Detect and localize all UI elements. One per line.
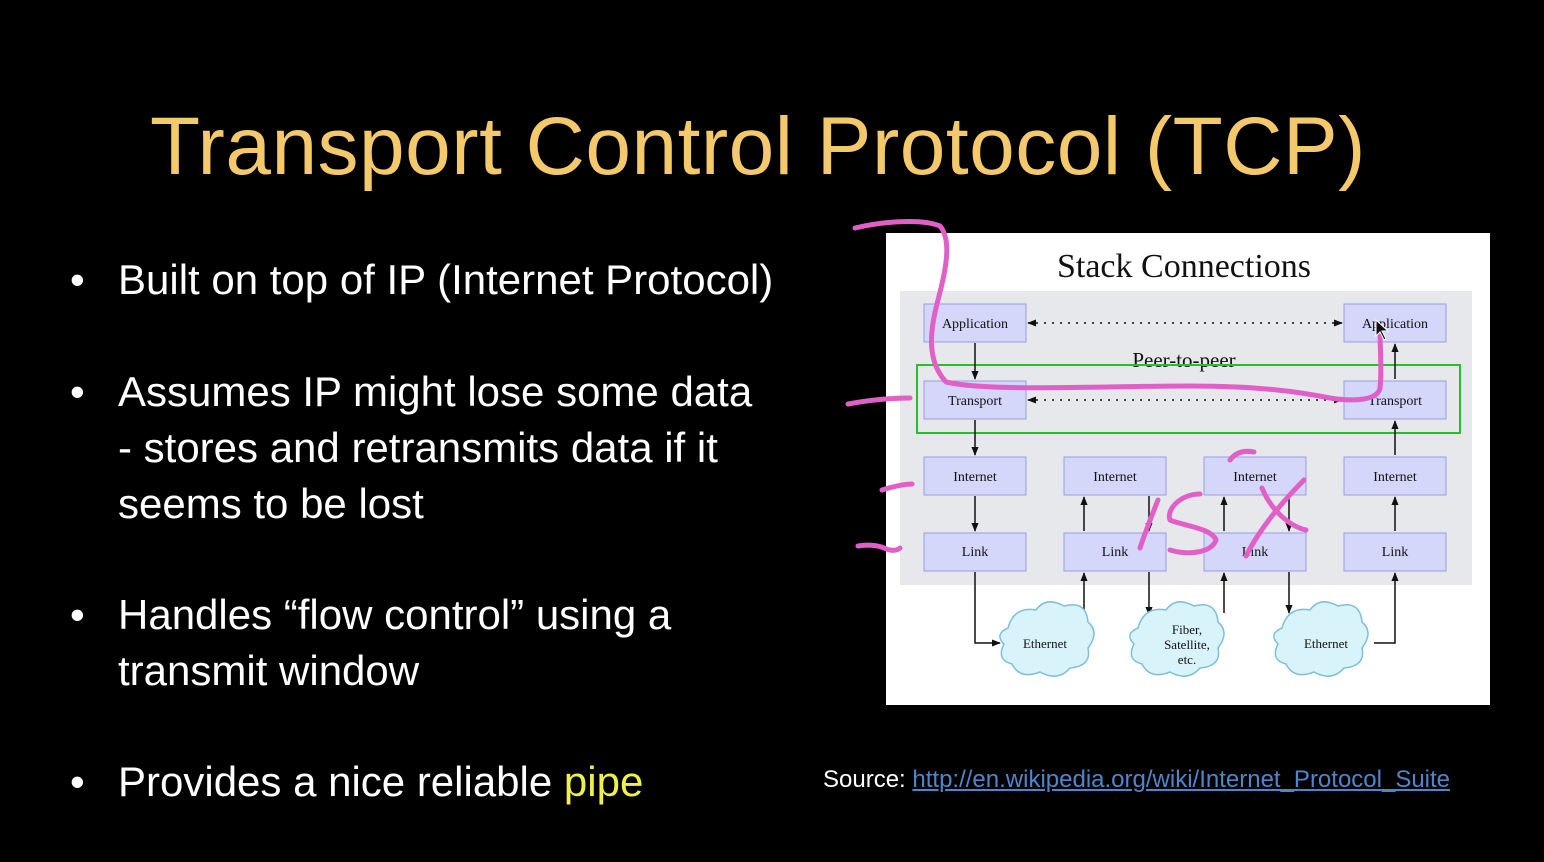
link-box-1 [923,532,1027,572]
app-label-left: Application [942,317,1008,332]
slide-title: Transport Control Protocol (TCP) [150,101,1366,192]
ethernet-label-right: Ethernet [1304,636,1348,651]
transport-label-left: Transport [948,394,1002,409]
link-box-4 [1343,532,1447,572]
arrow-ethernet-link4 [1374,572,1399,644]
bullet-2-line-1: Assumes IP might lose some data [118,368,753,415]
fiber-label-3: etc. [1178,652,1196,667]
bullet-4-highlight: pipe [563,758,644,805]
diagram-title: Stack Connections [1057,248,1311,285]
bullet-marker: • [70,256,85,303]
internet-label-3: Internet [1233,470,1277,485]
internet-box-4 [1343,456,1447,496]
diagram-svg: Stack Connections Peer-to-peer Applicati… [900,248,1472,677]
bullet-2-line-3: seems to be lost [118,480,424,527]
ethernet-label-left: Ethernet [1023,636,1067,651]
stack-connections-diagram: Stack Connections Peer-to-peer Applicati… [886,233,1490,705]
bullet-marker: • [70,591,85,638]
fiber-label-1: Fiber, [1172,622,1202,637]
link-label-4: Link [1382,545,1408,560]
fiber-cloud [1129,601,1225,677]
peer-to-peer-label: Peer-to-peer [1132,348,1235,372]
transport-label-right: Transport [1368,394,1422,409]
bullet-4-text: Provides a nice reliable [118,758,564,805]
source-label: Source: [823,766,906,793]
source-link[interactable]: http://en.wikipedia.org/wiki/Internet_Pr… [912,766,1451,793]
internet-label-4: Internet [1373,470,1417,485]
link-label-1: Link [962,545,988,560]
fiber-label-2: Satellite, [1164,637,1210,652]
bullet-marker: • [70,758,85,805]
bullet-3-line-1: Handles “flow control” using a [118,591,672,638]
internet-label-1: Internet [953,470,997,485]
bullet-1-line-1: Built on top of IP (Internet Protocol) [118,256,774,303]
app-label-right: Application [1362,317,1428,332]
bullet-3-line-2: transmit window [118,647,420,694]
source-citation: Source: http://en.wikipedia.org/wiki/Int… [823,766,1450,794]
bullet-marker: • [70,368,85,415]
internet-label-2: Internet [1093,470,1137,485]
ethernet-cloud-right [1273,601,1369,677]
bullet-2-line-2: - stores and retransmits data if it [118,424,718,471]
link-label-2: Link [1102,545,1128,560]
ethernet-cloud-left [999,601,1095,677]
link-label-3: Link [1242,545,1268,560]
internet-box-2 [1063,456,1167,496]
arrow-link1-ethernet [974,572,1001,647]
internet-box-1 [923,456,1027,496]
